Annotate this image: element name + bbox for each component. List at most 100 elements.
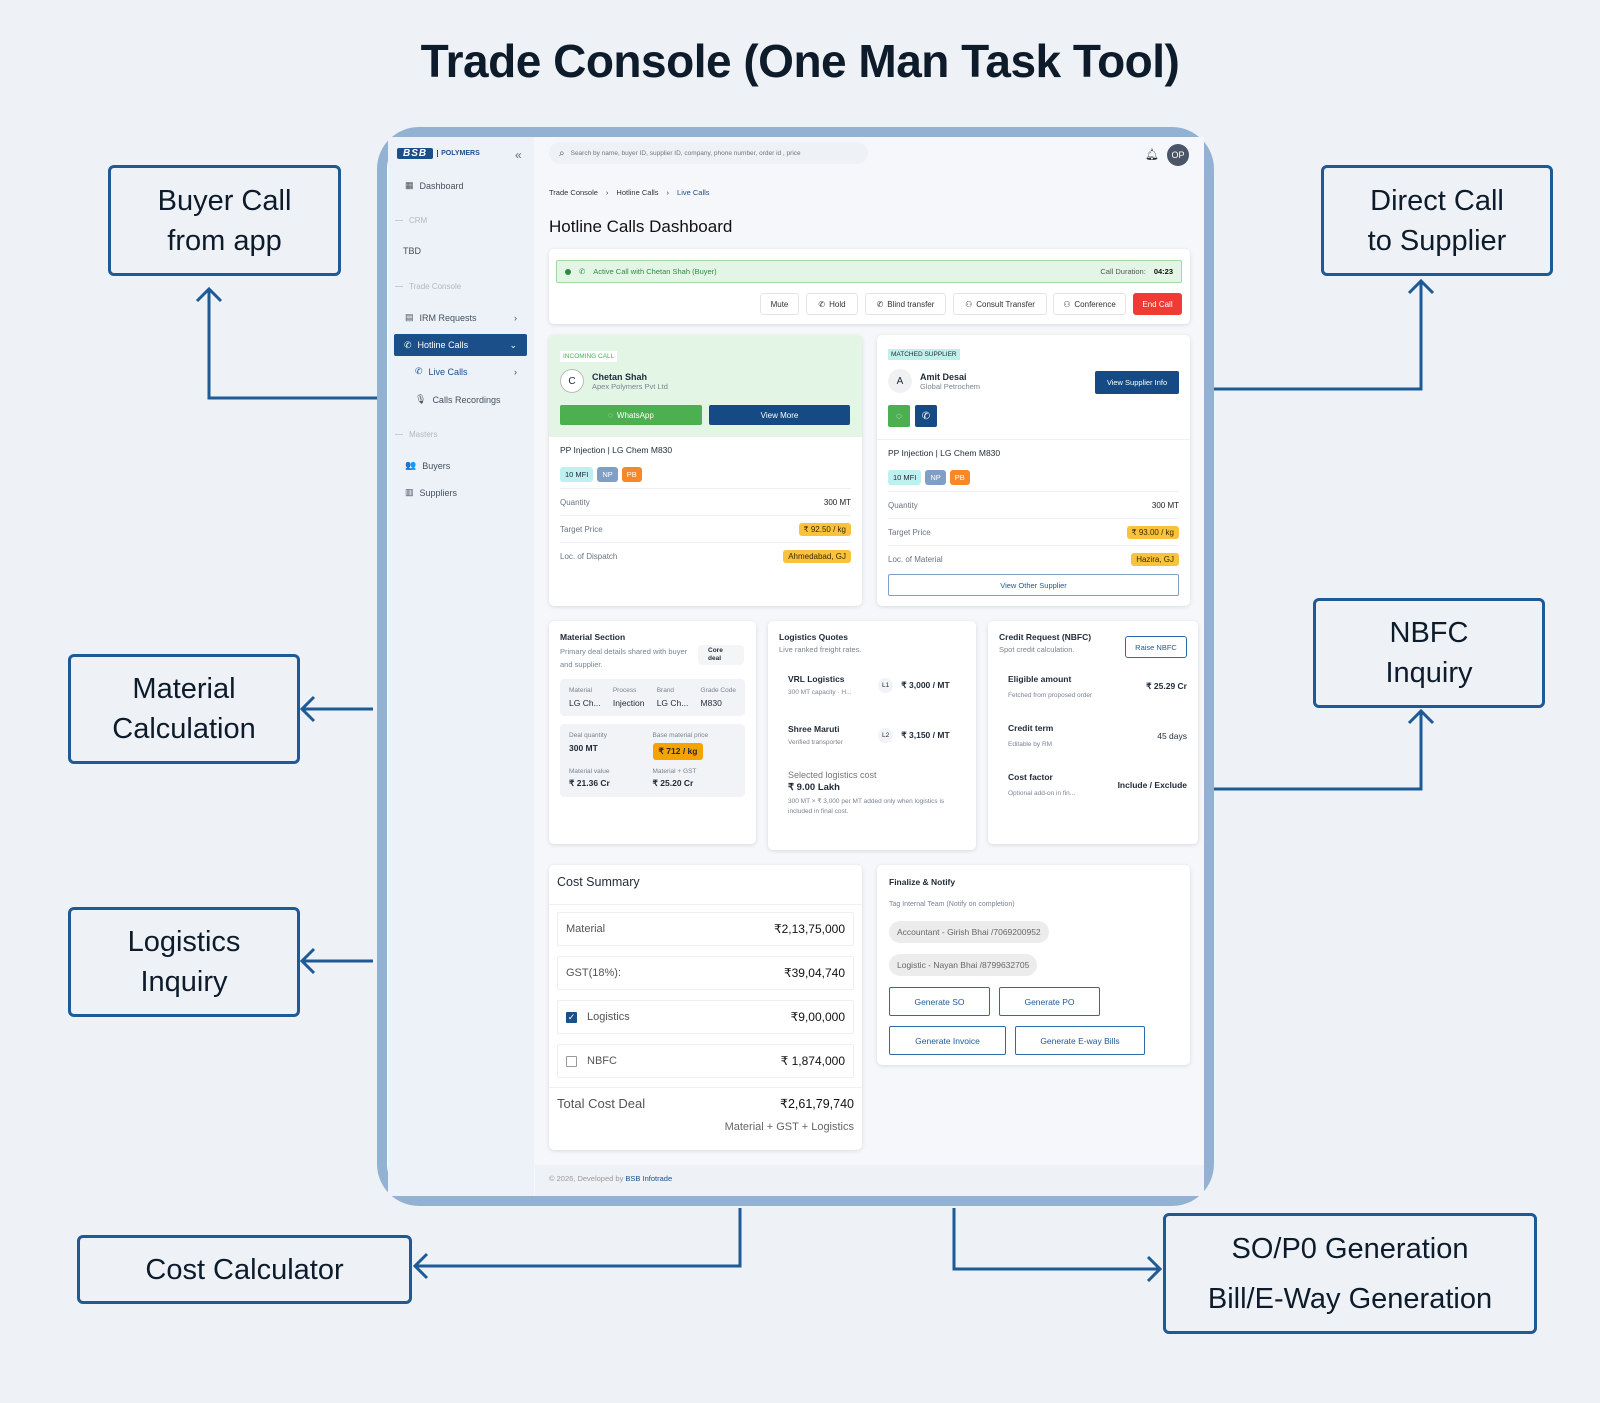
arrow-buyer-call — [207, 289, 377, 400]
cost-row-gst: GST(18%):₹39,04,740 — [557, 956, 854, 990]
consult-transfer-button[interactable]: ⚇Consult Transfer — [953, 293, 1047, 315]
view-supplier-info-button[interactable]: View Supplier Info — [1095, 371, 1179, 394]
supplier-name: Amit Desai — [920, 371, 967, 382]
supplier-avatar: A — [888, 369, 912, 393]
call-duration: 04:23 — [1153, 267, 1173, 276]
breadcrumb-trade-console[interactable]: Trade Console — [549, 188, 598, 197]
team-chip-accountant[interactable]: Accountant - Girish Bhai /7069200952 — [889, 921, 1049, 943]
matched-supplier-badge: MATCHED SUPPLIER — [888, 349, 960, 360]
sidebar-item-dashboard[interactable]: ▦Dashboard — [405, 180, 464, 191]
list-icon: ▤ — [405, 312, 414, 322]
tag-np: NP — [925, 470, 946, 485]
end-call-button[interactable]: End Call — [1133, 293, 1182, 315]
arrow-nbfc — [1214, 711, 1423, 791]
arrow-cost — [415, 1208, 742, 1268]
logistics-checkbox[interactable]: ✓ — [566, 1011, 577, 1023]
sidebar-section-trade-console: Trade Console — [395, 282, 461, 291]
blind-transfer-button[interactable]: ✆Blind transfer — [865, 293, 946, 315]
sidebar-item-calls-recordings[interactable]: 🎙Calls Recordings — [415, 394, 501, 405]
cost-row-nbfc: NBFC₹ 1,874,000 — [557, 1044, 854, 1078]
hold-button[interactable]: ✆Hold — [806, 293, 858, 315]
bell-icon[interactable]: 🔔︎ — [1145, 149, 1159, 161]
breadcrumb-hotline-calls[interactable]: Hotline Calls — [616, 188, 659, 197]
pause-call-icon: ✆ — [818, 299, 826, 309]
sidebar-item-buyers[interactable]: 👥Buyers — [405, 460, 451, 471]
material-title: Material Section — [560, 632, 626, 642]
microphone-icon: 🎙 — [415, 394, 427, 404]
phone-icon: ✆ — [415, 366, 423, 376]
mute-button[interactable]: Mute — [760, 293, 799, 315]
generate-so-button[interactable]: Generate SO — [889, 987, 990, 1016]
credit-request-card: Credit Request (NBFC) Spot credit calcul… — [988, 621, 1198, 844]
tag-np: NP — [597, 467, 618, 482]
tag-mfi: 10 MFI — [560, 467, 594, 482]
raise-nbfc-button[interactable]: Raise NBFC — [1125, 636, 1187, 658]
sidebar-item-irm-requests[interactable]: ▤IRM Requests› — [405, 312, 517, 323]
logo: BSB POLYMERS — [397, 148, 480, 159]
sidebar-item-tbd[interactable]: TBD — [403, 246, 421, 256]
tag-pb: PB — [949, 470, 970, 485]
tag-mfi: 10 MFI — [888, 470, 922, 485]
sidebar — [388, 137, 534, 1196]
buyer-product: PP Injection | LG Chem M830 — [560, 445, 673, 455]
phone-icon: ✆ — [404, 339, 412, 350]
nbfc-checkbox[interactable] — [566, 1055, 577, 1067]
users-icon: ⚇ — [1063, 299, 1071, 309]
team-chip-logistic[interactable]: Logistic - Nayan Bhai /8799632705 — [889, 954, 1038, 976]
sidebar-item-hotline-calls[interactable]: ✆Hotline Calls⌄ — [394, 334, 527, 356]
footer: © 2026, Developed by BSB Infotrade — [535, 1165, 1204, 1196]
diagram-title: Trade Console (One Man Task Tool) — [420, 35, 1180, 87]
selected-logistics-cost: ₹ 9.00 Lakh — [788, 782, 840, 793]
whatsapp-icon: ◌ — [608, 410, 613, 420]
live-dot-icon — [565, 268, 571, 275]
search-input[interactable]: ⌕ — [549, 142, 868, 164]
cost-summary-card: Cost Summary Material₹2,13,75,000 GST(18… — [549, 865, 862, 1150]
chevron-down-icon: ⌄ — [509, 339, 517, 350]
cost-summary-title: Cost Summary — [549, 865, 862, 905]
conference-button[interactable]: ⚇Conference — [1053, 293, 1126, 315]
supplier-call-button[interactable]: ✆ — [915, 405, 937, 427]
search-field[interactable] — [570, 149, 858, 157]
total-cost-deal: Total Cost Deal₹2,61,79,740 — [549, 1087, 862, 1111]
generate-po-button[interactable]: Generate PO — [999, 987, 1100, 1016]
generate-invoice-button[interactable]: Generate Invoice — [889, 1026, 1006, 1055]
tag-pb: PB — [621, 467, 642, 482]
cost-row-logistics: ✓Logistics₹9,00,000 — [557, 1000, 854, 1034]
sidebar-section-masters: Masters — [395, 430, 437, 439]
avatar[interactable]: OP — [1167, 144, 1189, 166]
breadcrumb-live-calls: Live Calls — [677, 188, 710, 197]
collapse-sidebar-icon[interactable]: « — [515, 148, 522, 162]
supplier-whatsapp-button[interactable]: ◌ — [888, 405, 910, 427]
arrow-direct-call — [1214, 281, 1423, 391]
rank-badge: L2 — [878, 727, 894, 743]
view-more-button[interactable]: View More — [709, 405, 850, 425]
page-title: Hotline Calls Dashboard — [549, 217, 733, 236]
generate-eway-bills-button[interactable]: Generate E-way Bills — [1015, 1026, 1145, 1055]
buyer-name: Chetan Shah — [592, 371, 648, 382]
transfer-icon: ✆ — [876, 299, 884, 309]
finalize-notify-card: Finalize & Notify Tag Internal Team (Not… — [877, 865, 1190, 1065]
view-other-supplier-button[interactable]: View Other Supplier — [888, 574, 1179, 596]
whatsapp-button[interactable]: ◌WhatsApp — [560, 405, 702, 425]
supplier-company: Global Petrochem — [920, 381, 981, 391]
footer-link[interactable]: BSB Infotrade — [625, 1174, 673, 1183]
phone-call-icon: ✆ — [579, 267, 586, 276]
sidebar-item-suppliers[interactable]: ▥Suppliers — [405, 487, 458, 498]
sidebar-item-live-calls[interactable]: ✆Live Calls› — [415, 366, 517, 377]
supplier-product: PP Injection | LG Chem M830 — [888, 448, 1001, 458]
